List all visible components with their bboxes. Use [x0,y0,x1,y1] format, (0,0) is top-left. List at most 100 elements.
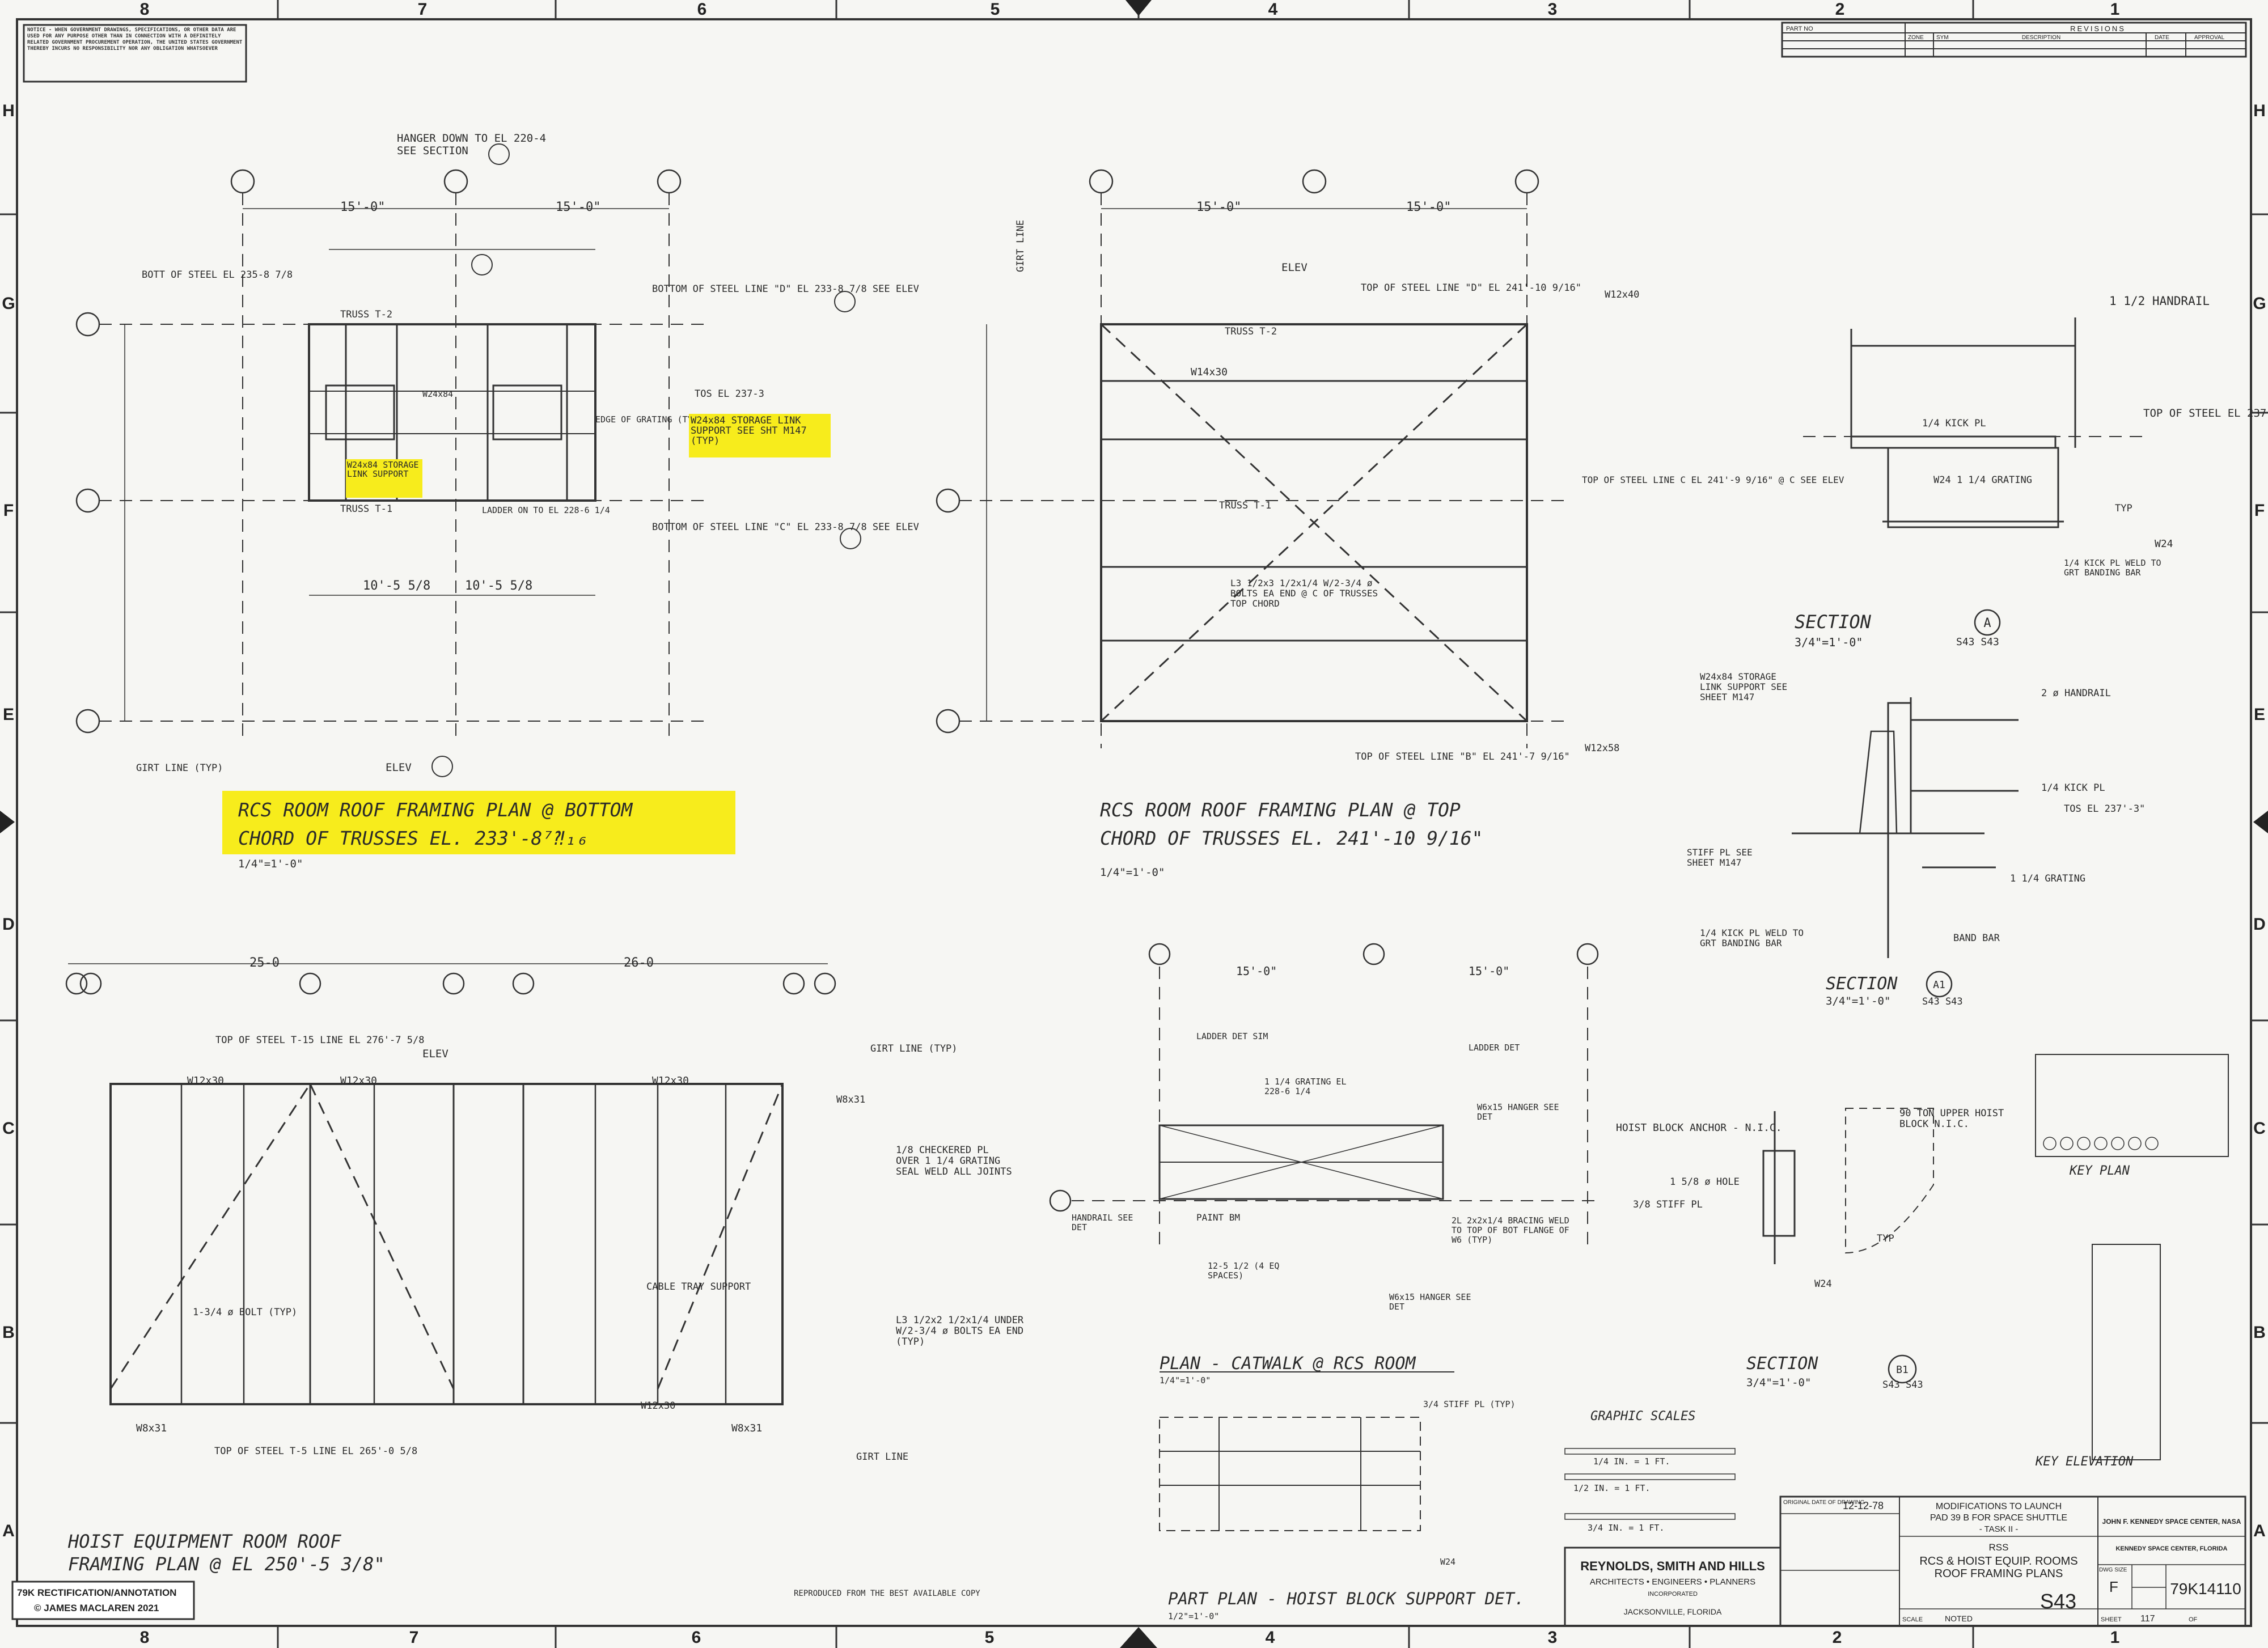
watermark-box: 79K RECTIFICATION/ANNOTATION © JAMES MAC… [11,1581,195,1620]
part-plan-scale: 1/2"=1'-0" [1168,1611,1219,1621]
plan-top-scale: 1/4"=1'-0" [1100,866,1165,879]
revisions-col-zone: ZONE [1908,35,1924,41]
drawing-title-2: ROOF FRAMING PLANS [1935,1567,2063,1580]
section-a1-callout-3: TOS EL 237'-3" [2064,803,2145,815]
plan-top-callout-4: W14x30 [1191,366,1228,378]
svg-text:15'-0": 15'-0" [556,200,600,214]
section-b1-callout-0: HOIST BLOCK ANCHOR - N.I.C. [1616,1122,1782,1134]
col-label-top-8: 8 [140,0,150,19]
section-a1-callout-0: W24x84 STORAGE LINK SUPPORT SEE SHEET M1… [1700,672,1788,702]
svg-text:15'-0": 15'-0" [1236,964,1277,978]
original-date-label: ORIGINAL DATE OF DRAWING [1783,1499,1865,1506]
svg-text:10'-5 5/8: 10'-5 5/8 [465,579,532,593]
firm-sub: ARCHITECTS • ENGINEERS • PLANNERS [1590,1577,1755,1587]
catwalk-title: PLAN - CATWALK @ RCS ROOM [1160,1354,1416,1374]
svg-text:26-0: 26-0 [624,956,654,970]
plan-bottom-title-2: CHORD OF TRUSSES EL. 233'-8⁷⁈₁₆ [238,827,587,849]
row-label-right-F: F [2254,501,2265,520]
section-a-title: SECTION [1795,611,1872,633]
section-a1-ref: S43 S43 [1922,996,1963,1007]
col-label-top-5: 5 [991,0,1000,19]
watermark-line-2: © JAMES MACLAREN 2021 [34,1603,159,1613]
reproduction-note: REPRODUCED FROM THE BEST AVAILABLE COPY [794,1589,980,1598]
firm-city: JACKSONVILLE, FLORIDA [1624,1607,1722,1616]
hoist-callout-0: TOP OF STEEL T-15 LINE EL 276'-7 5/8 [215,1035,424,1046]
hoist-callout-9: W12x30 [641,1400,675,1412]
svg-text:10'-5 5/8: 10'-5 5/8 [363,579,430,593]
section-b1-callout-3: 3/8 STIFF PL [1633,1199,1703,1210]
col-label-top-4: 4 [1268,0,1278,19]
sheet-label: SHEET [2101,1616,2122,1623]
plan-bottom-callout-11: ELEV [386,761,412,774]
section-marker [431,143,861,777]
part-plan-title: PART PLAN - HOIST BLOCK SUPPORT DET. [1168,1589,1525,1608]
hoist-callout-5: GIRT LINE [856,1451,908,1463]
revisions-col-description: DESCRIPTION [2022,35,2060,41]
section-a1-callout-1: 2 ø HANDRAIL [2041,688,2111,699]
part-plan-callout-1: W24 [1440,1557,1455,1567]
plan-bottom-callout-4: BOTTOM OF STEEL LINE "C" EL 233-8 7/8 SE… [652,522,919,533]
revisions-col-sym: SYM [1936,35,1949,41]
row-label-left-B: B [2,1323,15,1342]
notice-text: NOTICE - WHEN GOVERNMENT DRAWINGS, SPECI… [27,27,243,52]
row-label-left-C: C [2,1119,15,1138]
plan-bottom-chord-view: 15'-0" 15'-0" 10'-5 5/8 10'-5 5/8 HANGER… [75,132,919,870]
revisions-block: PART NO REVISIONS ZONE SYM DESCRIPTION D… [1781,22,2247,58]
hoist-title-1: HOIST EQUIPMENT ROOM ROOF [67,1531,341,1552]
graphic-scale-2: 1/2 IN. = 1 FT. [1573,1483,1650,1493]
section-a1-letter: A1 [1933,979,1945,991]
firm-inc: INCORPORATED [1648,1591,1698,1598]
plan-top-callout-8: TRUSS T-2 [1225,326,1277,337]
col-label-top-2: 2 [1835,0,1845,19]
plan-top-callout-10: ELEV [1281,261,1308,274]
plan-top-chord-view: 15'-0" 15'-0" TOP OF STEEL LINE "D" EL 2… [936,169,1844,879]
revisions-col-date: DATE [2155,35,2169,41]
scale-value: NOTED [1945,1614,1973,1623]
row-label-left-G: G [2,294,15,313]
sheet-value: 117 [2140,1614,2155,1624]
section-a-callout-0: 1 1/2 HANDRAIL [2109,294,2210,308]
catwalk-callout-6: HANDRAIL SEE DET [1072,1213,1133,1232]
section-b1-ref: S43 S43 [1882,1379,1923,1391]
row-label-right-D: D [2253,915,2266,934]
section-a-callout-5: W24 [2155,538,2173,550]
hoist-callout-6: CABLE TRAY SUPPORT [646,1281,751,1293]
row-label-left-A: A [2,1522,15,1540]
catwalk-plan-view: 15'-0" 15'-0" LADDER DET SIM 1 1/4 GRATI… [1049,943,1599,1386]
catwalk-callout-7: PAINT BM [1196,1212,1240,1223]
client-line-2: KENNEDY SPACE CENTER, FLORIDA [2115,1545,2227,1552]
section-b1-callout-2: 1 5/8 ø HOLE [1670,1176,1740,1188]
plan-top-callout-5: W12x58 [1585,743,1619,754]
section-a1-callout-2: 1/4 KICK PL [2041,782,2105,794]
section-b1-callout-1: 90 TON UPPER HOIST BLOCK N.I.C. [1899,1108,2004,1130]
section-a-scale: 3/4"=1'-0" [1795,636,1863,649]
hoist-callout-1: TOP OF STEEL T-5 LINE EL 265'-0 5/8 [214,1446,417,1457]
col-label-bottom-1: 1 [2110,1628,2120,1647]
dwg-number: 79K14110 [2170,1580,2241,1598]
plan-bottom-callout-8: LADDER ON TO EL 228-6 1/4 [482,505,610,515]
storage-link-support-note-1: W24x84 STORAGE LINK SUPPORT SEE SHT M147… [691,416,807,447]
part-plan-callout-0: 3/4 STIFF PL (TYP) [1423,1399,1516,1409]
section-a-callout-1: TOP OF STEEL EL 237'-3" [2143,407,2268,420]
catwalk-callout-8: 12-5 1/2 (4 EQ SPACES) [1208,1261,1280,1281]
revisions-header: REVISIONS [2070,24,2126,33]
key-plan-view: KEY PLAN KEY ELEVATION [2035,1054,2229,1469]
col-label-top-3: 3 [1548,0,1558,19]
row-label-right-G: G [2253,294,2266,313]
firm-name: REYNOLDS, SMITH AND HILLS [1580,1559,1765,1573]
section-a1-callout-5: 1 1/4 GRATING [2010,873,2085,884]
row-label-left-D: D [2,915,15,934]
plan-bottom-callout-1: SEE SECTION [397,145,468,157]
part-plan-view: 3/4 STIFF PL (TYP) W24 PART PLAN - HOIST… [1159,1399,1525,1621]
plan-top-title-1: RCS ROOM ROOF FRAMING PLAN @ TOP [1100,799,1461,821]
svg-text:W12x30: W12x30 [652,1075,689,1087]
government-notice-box: NOTICE - WHEN GOVERNMENT DRAWINGS, SPECI… [23,24,247,83]
section-a-ref: S43 S43 [1956,636,1999,648]
row-label-right-C: C [2253,1119,2266,1138]
col-label-top-6: 6 [697,0,707,19]
svg-text:15'-0": 15'-0" [1469,964,1509,978]
row-label-left-F: F [3,501,14,520]
graphic-scale-1: 1/4 IN. = 1 FT. [1593,1456,1670,1467]
hoist-callout-8: W8x31 [836,1094,865,1105]
